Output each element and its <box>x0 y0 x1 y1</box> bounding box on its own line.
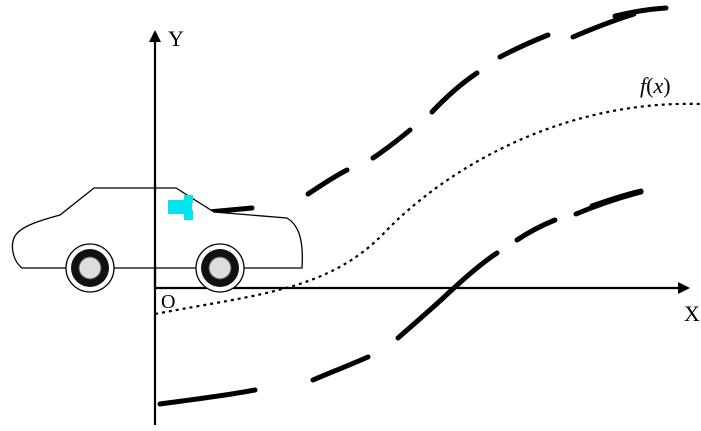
fx-label-x: x <box>652 73 663 98</box>
y-axis-label: Y <box>168 26 184 51</box>
origin-label: O <box>161 291 175 313</box>
sensor-icon <box>168 195 193 220</box>
car-body <box>11 187 303 269</box>
rear-wheel <box>65 243 115 293</box>
lower-lane-boundary <box>157 188 644 407</box>
fx-label-f: f <box>640 73 649 98</box>
fx-label: f(x) <box>640 73 671 98</box>
fx-label-open: ( <box>646 73 653 98</box>
upper-lane-boundary <box>152 5 669 220</box>
x-axis-label: X <box>684 301 700 326</box>
fx-label-close: ) <box>663 73 670 98</box>
front-wheel <box>195 243 245 293</box>
car-icon <box>11 187 303 293</box>
